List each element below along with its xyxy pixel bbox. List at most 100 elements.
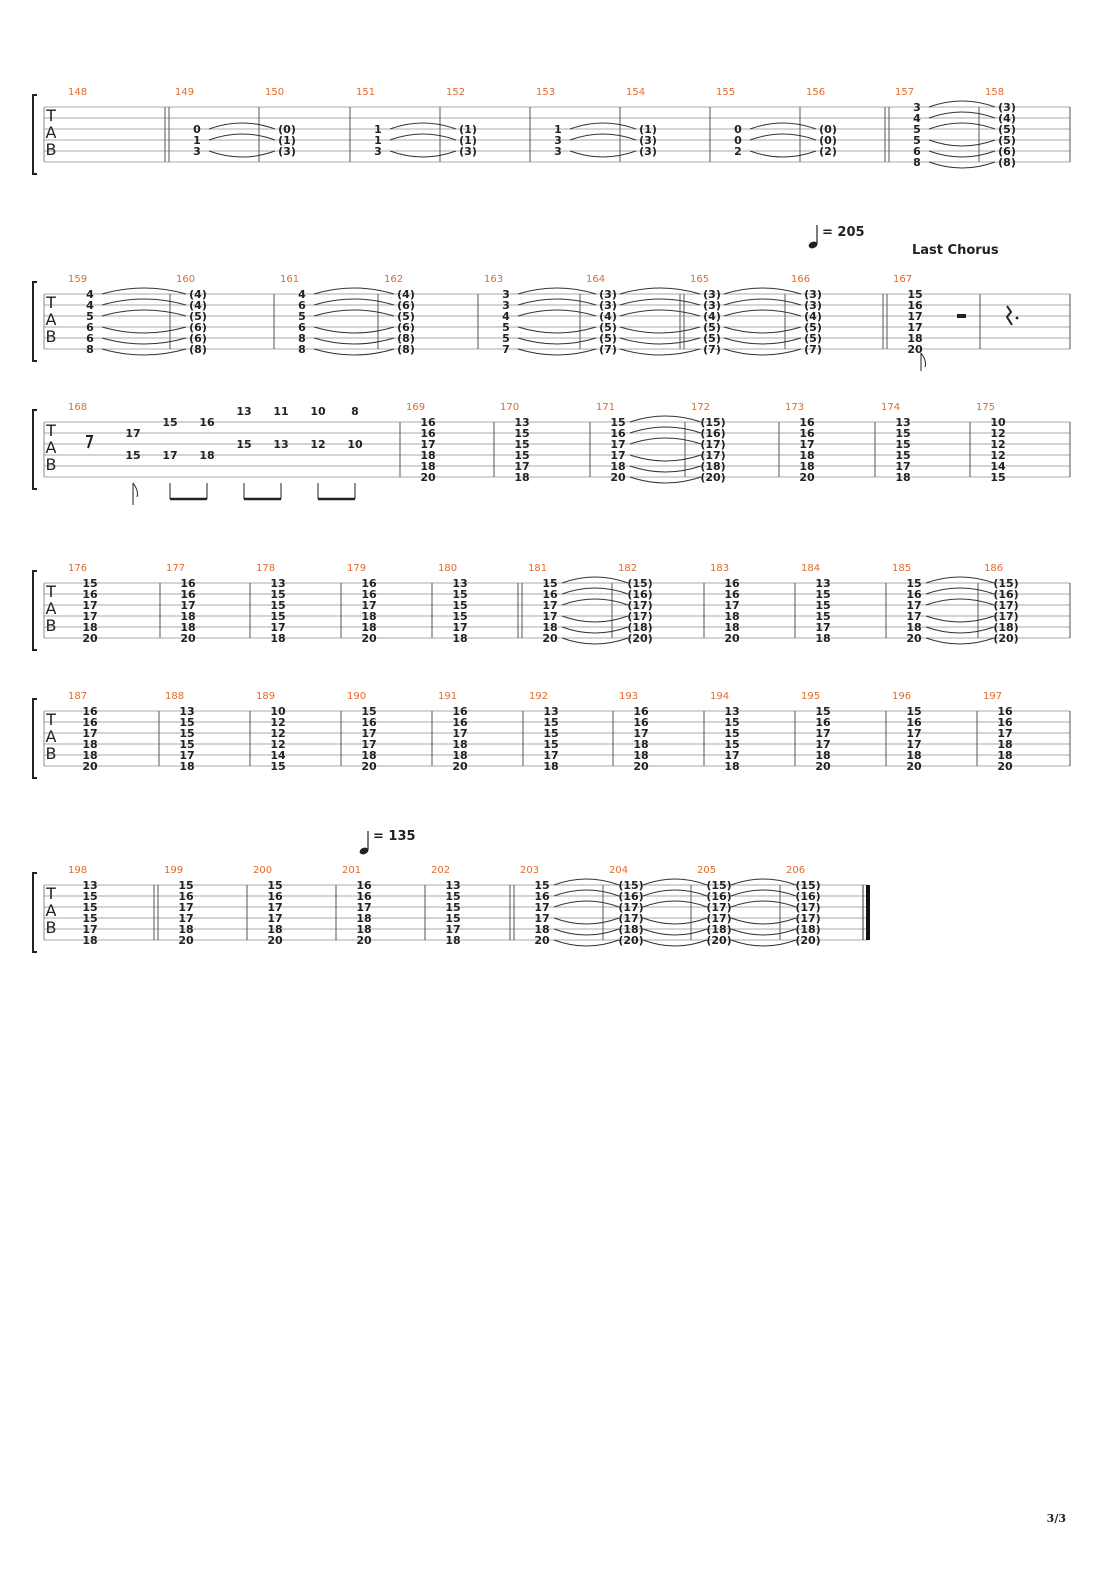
fret-number: 16 (361, 716, 377, 729)
fret-number: 13 (270, 577, 285, 590)
fret-number: (7) (599, 343, 617, 356)
tie-curve (561, 598, 629, 606)
measure-number: 188 (165, 691, 184, 702)
fret-number: (1) (639, 123, 657, 136)
fret-number: 16 (815, 716, 831, 729)
fret-number: 15 (543, 716, 558, 729)
fret-number: 15 (815, 588, 830, 601)
fret-number: 15 (452, 599, 467, 612)
tie-curve (642, 900, 708, 908)
fret-number: 18 (799, 449, 814, 462)
fret-number: 20 (906, 632, 922, 645)
tie-curve (517, 326, 597, 334)
fret-number: 17 (514, 460, 529, 473)
tie-curve (925, 626, 995, 634)
fret-number: (5) (804, 332, 822, 345)
system-bracket (32, 281, 37, 362)
fret-number: 15 (82, 912, 97, 925)
tie-curve (629, 437, 702, 445)
tab-clef-letter: T (45, 293, 56, 312)
tie-curve (629, 426, 702, 434)
lead-fret-number: 15 (125, 449, 140, 462)
measure-number: 186 (984, 563, 1003, 574)
fret-number: (5) (599, 321, 617, 334)
fret-number: 18 (180, 621, 195, 634)
tab-clef-letter: A (46, 901, 57, 920)
fret-number: (17) (795, 901, 820, 914)
fret-number: 17 (906, 610, 921, 623)
fret-number: (20) (706, 934, 731, 947)
fret-number: 5 (298, 310, 306, 323)
measure-number: 200 (253, 865, 272, 876)
measure-number: 198 (68, 865, 87, 876)
fret-number: 16 (542, 588, 558, 601)
tab-system: TAB (32, 570, 1071, 651)
fret-number: (4) (599, 310, 617, 323)
tab-clef-letter: A (46, 310, 57, 329)
fret-number: (3) (599, 288, 617, 301)
fret-number: 18 (82, 621, 97, 634)
fret-number: (5) (703, 332, 721, 345)
fret-number: 16 (534, 890, 550, 903)
fret-number: 18 (82, 738, 97, 751)
tie-curve (101, 326, 187, 334)
fret-number: (4) (998, 112, 1016, 125)
fret-number: 20 (997, 760, 1013, 773)
fret-number: 17 (180, 599, 195, 612)
tie-curve (569, 122, 637, 130)
fret-number: (2) (819, 145, 837, 158)
fret-number: 16 (420, 427, 436, 440)
fret-number: 3 (554, 134, 562, 147)
system-bracket (32, 409, 37, 490)
tie-curve (313, 326, 395, 334)
fret-number: 15 (178, 879, 193, 892)
lead-fret-number: 10 (310, 405, 326, 418)
fret-number: 17 (534, 901, 549, 914)
fret-number: 15 (724, 716, 739, 729)
tab-system: TAB (32, 698, 1071, 779)
quarter-note-icon (808, 241, 818, 249)
fret-number: 17 (270, 621, 285, 634)
measure-number: 179 (347, 563, 366, 574)
measure-number: 204 (609, 865, 628, 876)
tie-curve (101, 337, 187, 345)
measure-number: 150 (265, 87, 284, 98)
fret-number: 20 (610, 471, 626, 484)
measure-number: 161 (280, 274, 299, 285)
fret-number: 16 (82, 588, 98, 601)
fret-number: 16 (799, 416, 815, 429)
measure-number: 173 (785, 402, 804, 413)
fret-number: 13 (815, 577, 830, 590)
fret-number: 15 (815, 610, 830, 623)
fret-number: 16 (356, 879, 372, 892)
fret-number: 16 (633, 705, 649, 718)
fret-number: 3 (502, 299, 510, 312)
fret-number: 20 (534, 934, 550, 947)
fret-number: (17) (993, 610, 1018, 623)
tie-curve (517, 337, 597, 345)
fret-number: 18 (724, 760, 739, 773)
tab-clef-letter: T (45, 421, 56, 440)
tie-curve (928, 111, 996, 119)
fret-number: (6) (397, 321, 415, 334)
fret-number: 17 (895, 460, 910, 473)
fret-number: 15 (82, 890, 97, 903)
measure-number: 174 (881, 402, 900, 413)
fret-number: 18 (361, 749, 376, 762)
tie-curve (553, 900, 620, 908)
tie-curve (553, 939, 620, 947)
fret-number: 3 (193, 145, 201, 158)
measure-number: 154 (626, 87, 645, 98)
fret-number: 20 (799, 471, 815, 484)
tie-curve (517, 287, 597, 295)
fret-number: (16) (618, 890, 643, 903)
fret-number: 17 (82, 727, 97, 740)
fret-number: (18) (795, 923, 820, 936)
fret-number: 17 (815, 621, 830, 634)
tie-curve (928, 122, 996, 130)
fret-number: 17 (724, 599, 739, 612)
fret-number: 15 (445, 901, 460, 914)
tie-curve (389, 150, 457, 158)
fret-number: 3 (554, 145, 562, 158)
measure-number: 178 (256, 563, 275, 574)
